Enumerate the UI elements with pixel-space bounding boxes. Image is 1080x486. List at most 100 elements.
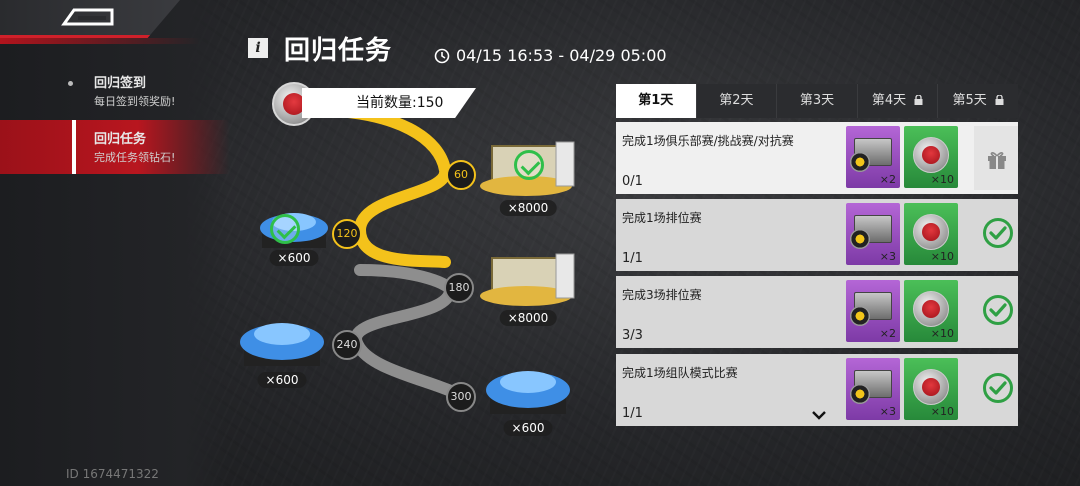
reward-item-crate[interactable]: ×3 xyxy=(846,203,900,265)
diamond-pile-icon xyxy=(486,371,570,414)
sidebar-item-subtitle: 每日签到领奖励! xyxy=(94,95,176,108)
reward-diamond-300[interactable]: ×600 xyxy=(478,360,578,436)
tab-day-2[interactable]: 第2天 xyxy=(697,84,778,118)
player-id: ID 1674471322 xyxy=(66,467,159,481)
header-accent-stripe xyxy=(0,38,200,44)
event-time-range: 04/15 16:53 - 04/29 05:00 xyxy=(434,46,667,65)
lock-icon xyxy=(995,95,1004,105)
sidebar: 回归签到 每日签到领奖励! 回归任务 完成任务领钻石! ID 167447132… xyxy=(0,0,230,486)
item-count: ×10 xyxy=(930,405,954,418)
milestone-180: 180 xyxy=(444,273,474,303)
reward-item-medal[interactable]: ×10 xyxy=(904,280,958,342)
gold-chest-icon xyxy=(480,253,575,306)
tab-label: 第5天 xyxy=(952,93,987,108)
reward-diamond-120[interactable]: ×600 xyxy=(252,204,336,266)
reward-gold-180[interactable]: ×8000 xyxy=(476,250,580,326)
reward-quantity: ×8000 xyxy=(499,200,557,216)
milestone-60: 60 xyxy=(446,160,476,190)
milestone-120: 120 xyxy=(332,219,362,249)
reward-item-medal[interactable]: ×10 xyxy=(904,358,958,420)
reward-item-medal[interactable]: ×10 xyxy=(904,126,958,188)
task-row: 完成3场排位赛 3/3 ×2 ×10 xyxy=(616,276,1018,348)
reward-item-crate[interactable]: ×2 xyxy=(846,126,900,188)
check-circle-icon xyxy=(983,373,1013,403)
task-progress: 3/3 xyxy=(622,328,643,343)
milestone-240: 240 xyxy=(332,330,362,360)
task-progress: 1/1 xyxy=(622,251,643,266)
sidebar-item-subtitle: 完成任务领钻石! xyxy=(94,151,176,164)
back-arrow-icon xyxy=(61,8,114,26)
tab-day-5[interactable]: 第5天 xyxy=(938,84,1018,118)
nav-dot-icon xyxy=(68,81,73,86)
claimed-check-icon xyxy=(270,214,300,244)
sidebar-item-return-checkin[interactable]: 回归签到 每日签到领奖励! xyxy=(0,64,230,118)
wheel-icon xyxy=(850,152,870,172)
task-row: 完成1场排位赛 1/1 ×3 ×10 xyxy=(616,199,1018,271)
sidebar-item-return-tasks[interactable]: 回归任务 完成任务领钻石! xyxy=(0,120,230,174)
medal-icon xyxy=(913,291,949,327)
check-circle-icon xyxy=(983,295,1013,325)
check-circle-icon xyxy=(983,218,1013,248)
tab-day-1[interactable]: 第1天 xyxy=(616,84,697,118)
tab-label: 第1天 xyxy=(638,93,674,108)
task-description: 完成1场俱乐部赛/挑战赛/对抗赛 xyxy=(622,134,794,148)
tab-label: 第2天 xyxy=(719,93,754,108)
time-range-text: 04/15 16:53 - 04/29 05:00 xyxy=(456,46,667,65)
reward-quantity: ×600 xyxy=(257,372,307,388)
item-count: ×2 xyxy=(879,173,896,186)
reward-quantity: ×8000 xyxy=(499,310,557,326)
tab-day-3[interactable]: 第3天 xyxy=(777,84,858,118)
item-count: ×10 xyxy=(930,173,954,186)
wheel-icon xyxy=(850,229,870,249)
task-status xyxy=(974,354,1018,426)
task-progress: 1/1 xyxy=(622,406,643,421)
item-count: ×10 xyxy=(930,327,954,340)
item-count: ×10 xyxy=(930,250,954,263)
active-marker xyxy=(72,120,76,174)
task-description: 完成1场排位赛 xyxy=(622,211,702,225)
milestone-300: 300 xyxy=(446,382,476,412)
chevron-down-icon[interactable] xyxy=(812,410,826,420)
day-tabs: 第1天 第2天 第3天 第4天 第5天 xyxy=(616,84,1018,118)
sidebar-item-title: 回归签到 xyxy=(94,76,147,91)
sidebar-item-title: 回归任务 xyxy=(94,132,147,147)
gift-button[interactable] xyxy=(974,126,1018,190)
tab-day-4[interactable]: 第4天 xyxy=(858,84,939,118)
diamond-pile-icon xyxy=(240,323,324,366)
task-status xyxy=(974,199,1018,271)
task-status xyxy=(974,276,1018,348)
path-segment-inactive xyxy=(350,264,466,401)
reward-item-crate[interactable]: ×2 xyxy=(846,280,900,342)
reward-item-medal[interactable]: ×10 xyxy=(904,203,958,265)
current-count-label: 当前数量:150 xyxy=(302,88,476,118)
tab-label: 第3天 xyxy=(799,93,835,108)
medal-icon xyxy=(913,214,949,250)
claimed-check-icon xyxy=(514,150,544,180)
claim-button[interactable] xyxy=(974,122,1018,194)
progress-path xyxy=(304,104,466,401)
reward-quantity: ×600 xyxy=(503,420,553,436)
task-row: 完成1场俱乐部赛/挑战赛/对抗赛 0/1 ×2 ×10 xyxy=(616,122,1018,194)
back-button[interactable] xyxy=(0,0,180,38)
reward-quantity: ×600 xyxy=(269,250,319,266)
task-row: 完成1场组队模式比赛 1/1 ×3 ×10 xyxy=(616,354,1018,426)
item-count: ×2 xyxy=(879,327,896,340)
task-description: 完成3场排位赛 xyxy=(622,288,702,302)
info-button[interactable]: i xyxy=(248,38,268,58)
medal-icon xyxy=(913,369,949,405)
tab-label: 第4天 xyxy=(871,93,907,108)
medal-icon xyxy=(913,137,949,173)
page-title: 回归任务 xyxy=(284,36,393,66)
item-count: ×3 xyxy=(879,405,896,418)
reward-item-crate[interactable]: ×3 xyxy=(846,358,900,420)
task-description: 完成1场组队模式比赛 xyxy=(622,366,738,380)
reward-diamond-240[interactable]: ×600 xyxy=(232,312,332,388)
wheel-icon xyxy=(850,384,870,404)
wheel-icon xyxy=(850,306,870,326)
reward-gold-60[interactable]: ×8000 xyxy=(476,138,580,216)
clock-icon xyxy=(434,48,450,63)
item-count: ×3 xyxy=(879,250,896,263)
path-segment-active xyxy=(304,104,451,268)
gift-icon xyxy=(988,152,1006,169)
task-progress: 0/1 xyxy=(622,174,643,189)
